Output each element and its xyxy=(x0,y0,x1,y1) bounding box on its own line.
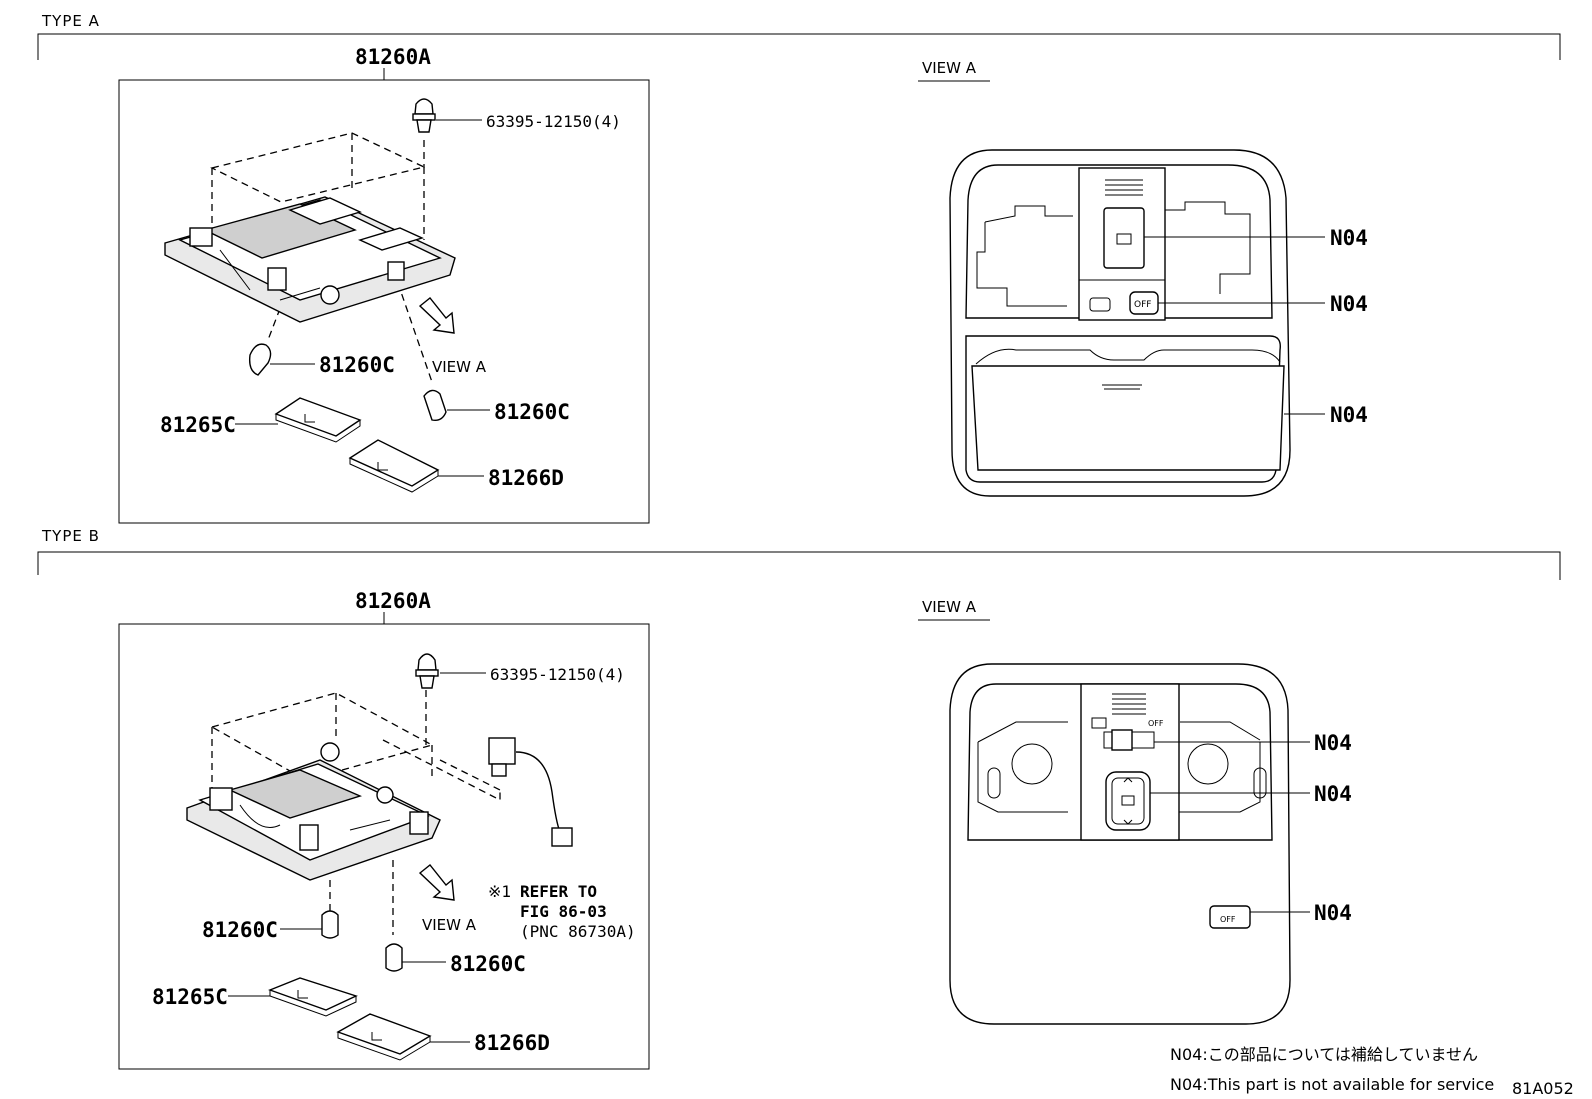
figure-code: 81A052 xyxy=(1512,1079,1574,1098)
note-japanese: N04:この部品については補給していません xyxy=(1170,1045,1478,1064)
type-b-wire-harness xyxy=(488,737,573,847)
type-b-view-arrow-label: VIEW A xyxy=(422,916,477,934)
type-b-exploded-view: 81260A 63395-12150(4) xyxy=(118,589,650,1070)
type-a-lens-right-label: 81266D xyxy=(488,466,564,490)
type-a-lens-left-label: 81265C xyxy=(160,413,236,437)
type-b-refer-line-1: REFER TO xyxy=(520,882,597,901)
type-b-sunroof-switch xyxy=(1105,771,1151,831)
type-b-lens-left-label: 81265C xyxy=(152,985,228,1009)
type-b-clip-label: 63395-12150(4) xyxy=(490,665,625,684)
type-b-view-a: VIEW A OFF OFF N04 N04 N04 xyxy=(918,598,1352,1025)
type-b-clip xyxy=(415,653,486,689)
type-a-bulb-right xyxy=(423,389,490,422)
type-b-housing xyxy=(186,742,441,881)
type-a-bulb-left xyxy=(248,343,315,376)
type-b-map-light-right xyxy=(1187,743,1229,785)
type-b-lens-left xyxy=(228,977,358,1017)
type-a-callout-2: N04 xyxy=(1330,292,1368,316)
type-b-view-title: VIEW A xyxy=(922,598,977,616)
type-b-callout-3: N04 xyxy=(1314,901,1352,925)
type-b-refer-line-3: (PNC 86730A) xyxy=(520,922,636,941)
type-a-sunroof-switch xyxy=(1103,207,1145,269)
type-b-refer-line-2: FIG 86-03 xyxy=(520,902,607,921)
type-b-callout-2: N04 xyxy=(1314,782,1352,806)
type-b-map-light-left xyxy=(1011,743,1053,785)
type-a-assembly-label: 81260A xyxy=(355,45,431,69)
type-a-off-text: OFF xyxy=(1134,300,1151,310)
type-b-bulb-left-label: 81260C xyxy=(202,918,278,942)
type-a-lens-right xyxy=(348,439,484,493)
type-a-bulb-right-label: 81260C xyxy=(494,400,570,424)
type-b-heading: TYPE B xyxy=(41,527,100,545)
type-b-bracket xyxy=(37,551,1561,580)
type-a-view-arrow-label: VIEW A xyxy=(432,358,487,376)
note-english: N04:This part is not available for servi… xyxy=(1170,1075,1494,1094)
type-a-view-title: VIEW A xyxy=(922,59,977,77)
type-a-sunglass-holder xyxy=(971,365,1285,471)
type-a-clip-label: 63395-12150(4) xyxy=(486,112,621,131)
type-b-bulb-left xyxy=(280,910,339,939)
type-a-exploded-view: 81260A 63395-12150(4) xyxy=(118,45,650,524)
type-b-bulb-right xyxy=(385,943,446,972)
type-b-off-button xyxy=(1209,905,1251,929)
type-a-clip xyxy=(412,98,482,133)
type-a-heading: TYPE A xyxy=(41,12,100,30)
type-a-bulb-left-label: 81260C xyxy=(319,353,395,377)
type-a-lens-left xyxy=(235,397,362,443)
type-b-assembly-label: 81260A xyxy=(355,589,431,613)
type-b-refer-mark: ※1 xyxy=(488,882,511,901)
type-b-lens-right xyxy=(336,1013,470,1061)
type-a-callout-1: N04 xyxy=(1330,226,1368,250)
type-a-housing xyxy=(164,196,456,323)
type-b-button-text: OFF xyxy=(1220,915,1236,924)
type-b-off-text: OFF xyxy=(1148,719,1164,728)
type-a-callout-3: N04 xyxy=(1330,403,1368,427)
type-a-view-a: VIEW A OFF N04 N04 N04 xyxy=(918,59,1368,497)
type-b-bulb-right-label: 81260C xyxy=(450,952,526,976)
type-b-lens-right-label: 81266D xyxy=(474,1031,550,1055)
type-b-callout-1: N04 xyxy=(1314,731,1352,755)
type-a-bracket xyxy=(37,33,1561,60)
type-a-door-switch xyxy=(1089,297,1111,312)
